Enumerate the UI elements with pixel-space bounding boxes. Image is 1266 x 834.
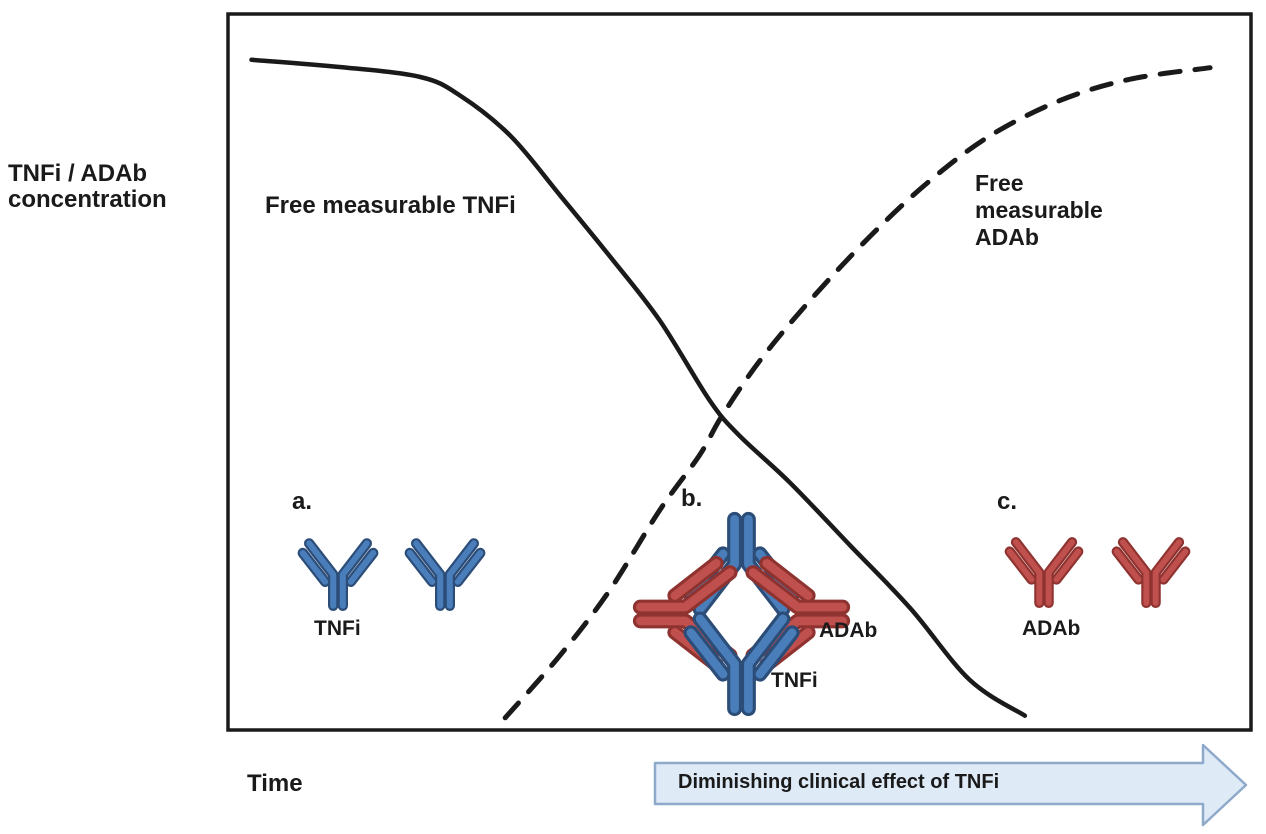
tnfi-concentration-curve [249, 57, 1028, 718]
tnfi-antibody-icon [409, 543, 481, 606]
adab-antibody-icon [1009, 542, 1079, 603]
plot-area-border [226, 12, 1253, 732]
stage-c-caption: ADAb [1022, 617, 1081, 640]
stage-a-marker: a. [292, 488, 313, 515]
tnfi-antibody-icon [302, 543, 374, 606]
diminishing-effect-arrow-label: Diminishing clinical effect of TNFi [678, 771, 1000, 793]
x-axis-label: Time [247, 770, 303, 797]
diminishing-effect-arrow [653, 743, 1248, 827]
stage-c-marker: c. [997, 488, 1018, 515]
y-axis-label: TNFi / ADAb concentration [8, 160, 167, 213]
tnfi-curve-label: Free measurable TNFi [265, 192, 516, 219]
stage-b-adab-caption: ADAb [819, 619, 878, 642]
stage-b-tnfi-caption: TNFi [771, 669, 818, 692]
adab-antibody-icon [1116, 542, 1186, 603]
tnfi-antibody-icon [690, 618, 793, 709]
adab-curve-label: Free measurable ADAb [975, 170, 1103, 250]
stage-b-marker: b. [681, 485, 703, 512]
stage-a-caption: TNFi [314, 617, 361, 640]
